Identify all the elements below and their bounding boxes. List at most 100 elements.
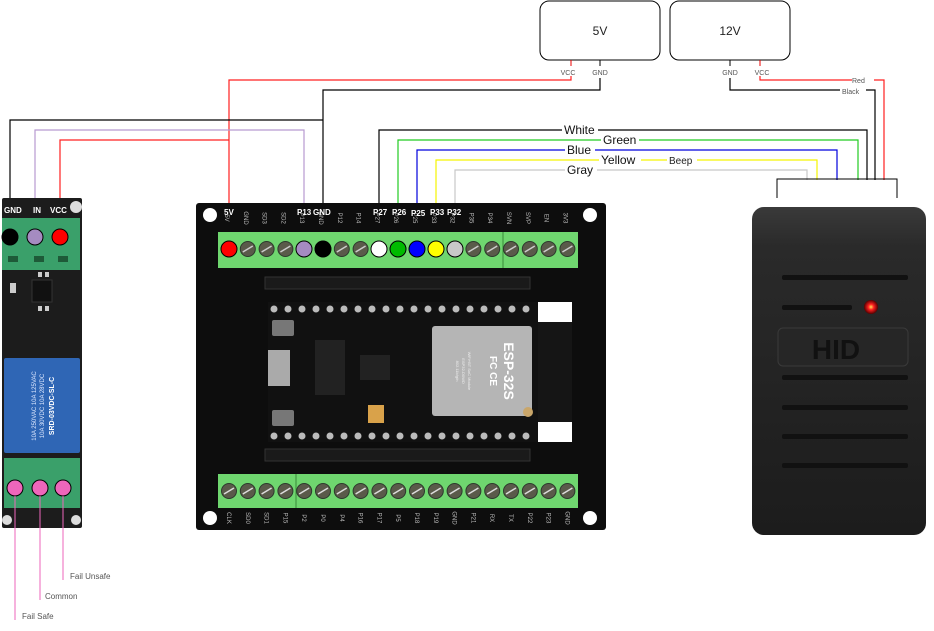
header-pin <box>508 432 516 440</box>
silk-label: P5 <box>394 514 400 522</box>
callout-p26: P26 <box>392 208 407 217</box>
label-yellow: Yellow <box>601 153 636 167</box>
esp32s-module <box>432 326 532 416</box>
relay-pin-vcc-label: VCC <box>50 206 67 215</box>
screw-slot <box>355 245 366 253</box>
en-button <box>272 410 294 426</box>
silk-label: P18 <box>413 513 419 524</box>
psu-5v[interactable]: 5V VCC GND <box>539 0 661 77</box>
relay-vcc-connector[interactable] <box>51 228 69 246</box>
silk-label: P12 <box>336 213 342 224</box>
wire-white <box>378 129 868 245</box>
pin-p27-connector[interactable] <box>370 240 388 258</box>
reader-brand-logo: HID <box>812 334 860 365</box>
screw-slot <box>468 487 479 495</box>
screw-slot <box>355 487 366 495</box>
silk-label: P0 <box>319 514 325 522</box>
screw-slot <box>562 245 573 253</box>
relay-no-connector[interactable] <box>6 479 24 497</box>
relay-output-wires <box>14 496 64 620</box>
psu-5v-label: 5V <box>593 24 608 38</box>
relay-pin-gnd-label: GND <box>4 206 22 215</box>
silk-label: P14 <box>355 213 361 224</box>
header-pin <box>382 432 390 440</box>
header-pin <box>340 432 348 440</box>
pin-p26-connector[interactable] <box>389 240 407 258</box>
silk-label: SD3 <box>261 212 267 224</box>
silk-label: P13 <box>298 213 304 224</box>
header-pin <box>368 432 376 440</box>
psu-12v-vcc-label: VCC <box>755 70 770 77</box>
relay-gnd-connector[interactable] <box>1 228 19 246</box>
header-pin <box>298 305 306 313</box>
bottom-screws <box>221 483 576 499</box>
header-pin <box>284 305 292 313</box>
header-pin <box>452 432 460 440</box>
header-pin <box>368 305 376 313</box>
callout-p33: P33 <box>430 208 445 217</box>
screw-slot <box>336 245 348 253</box>
screw-slot <box>261 487 272 495</box>
header-pin <box>438 432 446 440</box>
label-white: White <box>564 123 595 137</box>
silk-label: P34 <box>486 213 492 224</box>
callout-gnd: GND <box>313 208 331 217</box>
psu-12v[interactable]: 12V GND VCC <box>669 0 791 77</box>
pin-p25-connector[interactable] <box>408 240 426 258</box>
screw-slot <box>392 487 404 495</box>
silk-label: P35 <box>467 213 473 224</box>
screw-slot <box>505 487 517 495</box>
pin-5v-connector[interactable] <box>220 240 238 258</box>
silk-label: GND <box>317 211 323 225</box>
screw-slot <box>486 487 498 495</box>
header-pin <box>270 432 278 440</box>
header-pin <box>508 305 516 313</box>
usb-port <box>268 350 290 386</box>
callout-p32: P32 <box>447 208 462 217</box>
label-fail-safe: Fail Safe <box>22 612 54 621</box>
header-pin <box>480 305 488 313</box>
screw-slot <box>261 245 272 253</box>
silk-label: P21 <box>469 513 475 524</box>
relay-nc-connector[interactable] <box>54 479 72 497</box>
header-pin <box>326 432 334 440</box>
silk-label: SD0 <box>244 512 250 524</box>
silk-label: SD2 <box>279 212 285 224</box>
screw-slot <box>524 487 536 495</box>
dev-pins <box>270 305 530 440</box>
relay-in-connector[interactable] <box>26 228 44 246</box>
silk-label: P17 <box>375 513 381 524</box>
silk-label: P19 <box>432 513 438 524</box>
header-pin <box>466 432 474 440</box>
screw-slot <box>242 487 254 495</box>
silk-label: P15 <box>281 513 287 524</box>
silk-label: SD1 <box>263 512 269 524</box>
pin-p33-connector[interactable] <box>427 240 445 258</box>
silk-label: CLK <box>225 512 231 524</box>
silk-label: 5V <box>223 214 229 221</box>
header-pin <box>522 432 530 440</box>
header-pin <box>340 305 348 313</box>
pin-gnd-connector[interactable] <box>314 240 332 258</box>
boot-button <box>272 320 294 336</box>
silk-label: SVN <box>505 212 511 224</box>
relay-module[interactable]: GND IN VCC 10A 250VAC 10A 125VAC 10A 30V… <box>1 198 82 528</box>
svg-text:FC CE: FC CE <box>487 356 498 386</box>
relay-cube <box>4 358 80 453</box>
pin-p13-connector[interactable] <box>295 240 313 258</box>
pin-p32-connector[interactable] <box>446 240 464 258</box>
psu-12v-label: 12V <box>719 24 740 38</box>
header-pin <box>480 432 488 440</box>
reader-led <box>864 300 878 314</box>
screw-slot <box>505 245 517 253</box>
hid-reader[interactable]: HID <box>752 207 926 535</box>
wire-labels: Red Black White Green Blue Yellow Beep G… <box>562 75 874 177</box>
screw-slot <box>562 487 573 495</box>
relay-pin-in-label: IN <box>33 206 41 215</box>
relay-com-connector[interactable] <box>31 479 49 497</box>
screw-slot <box>468 245 479 253</box>
silk-label: P22 <box>526 513 532 524</box>
psu-5v-gnd-label: GND <box>592 70 608 77</box>
